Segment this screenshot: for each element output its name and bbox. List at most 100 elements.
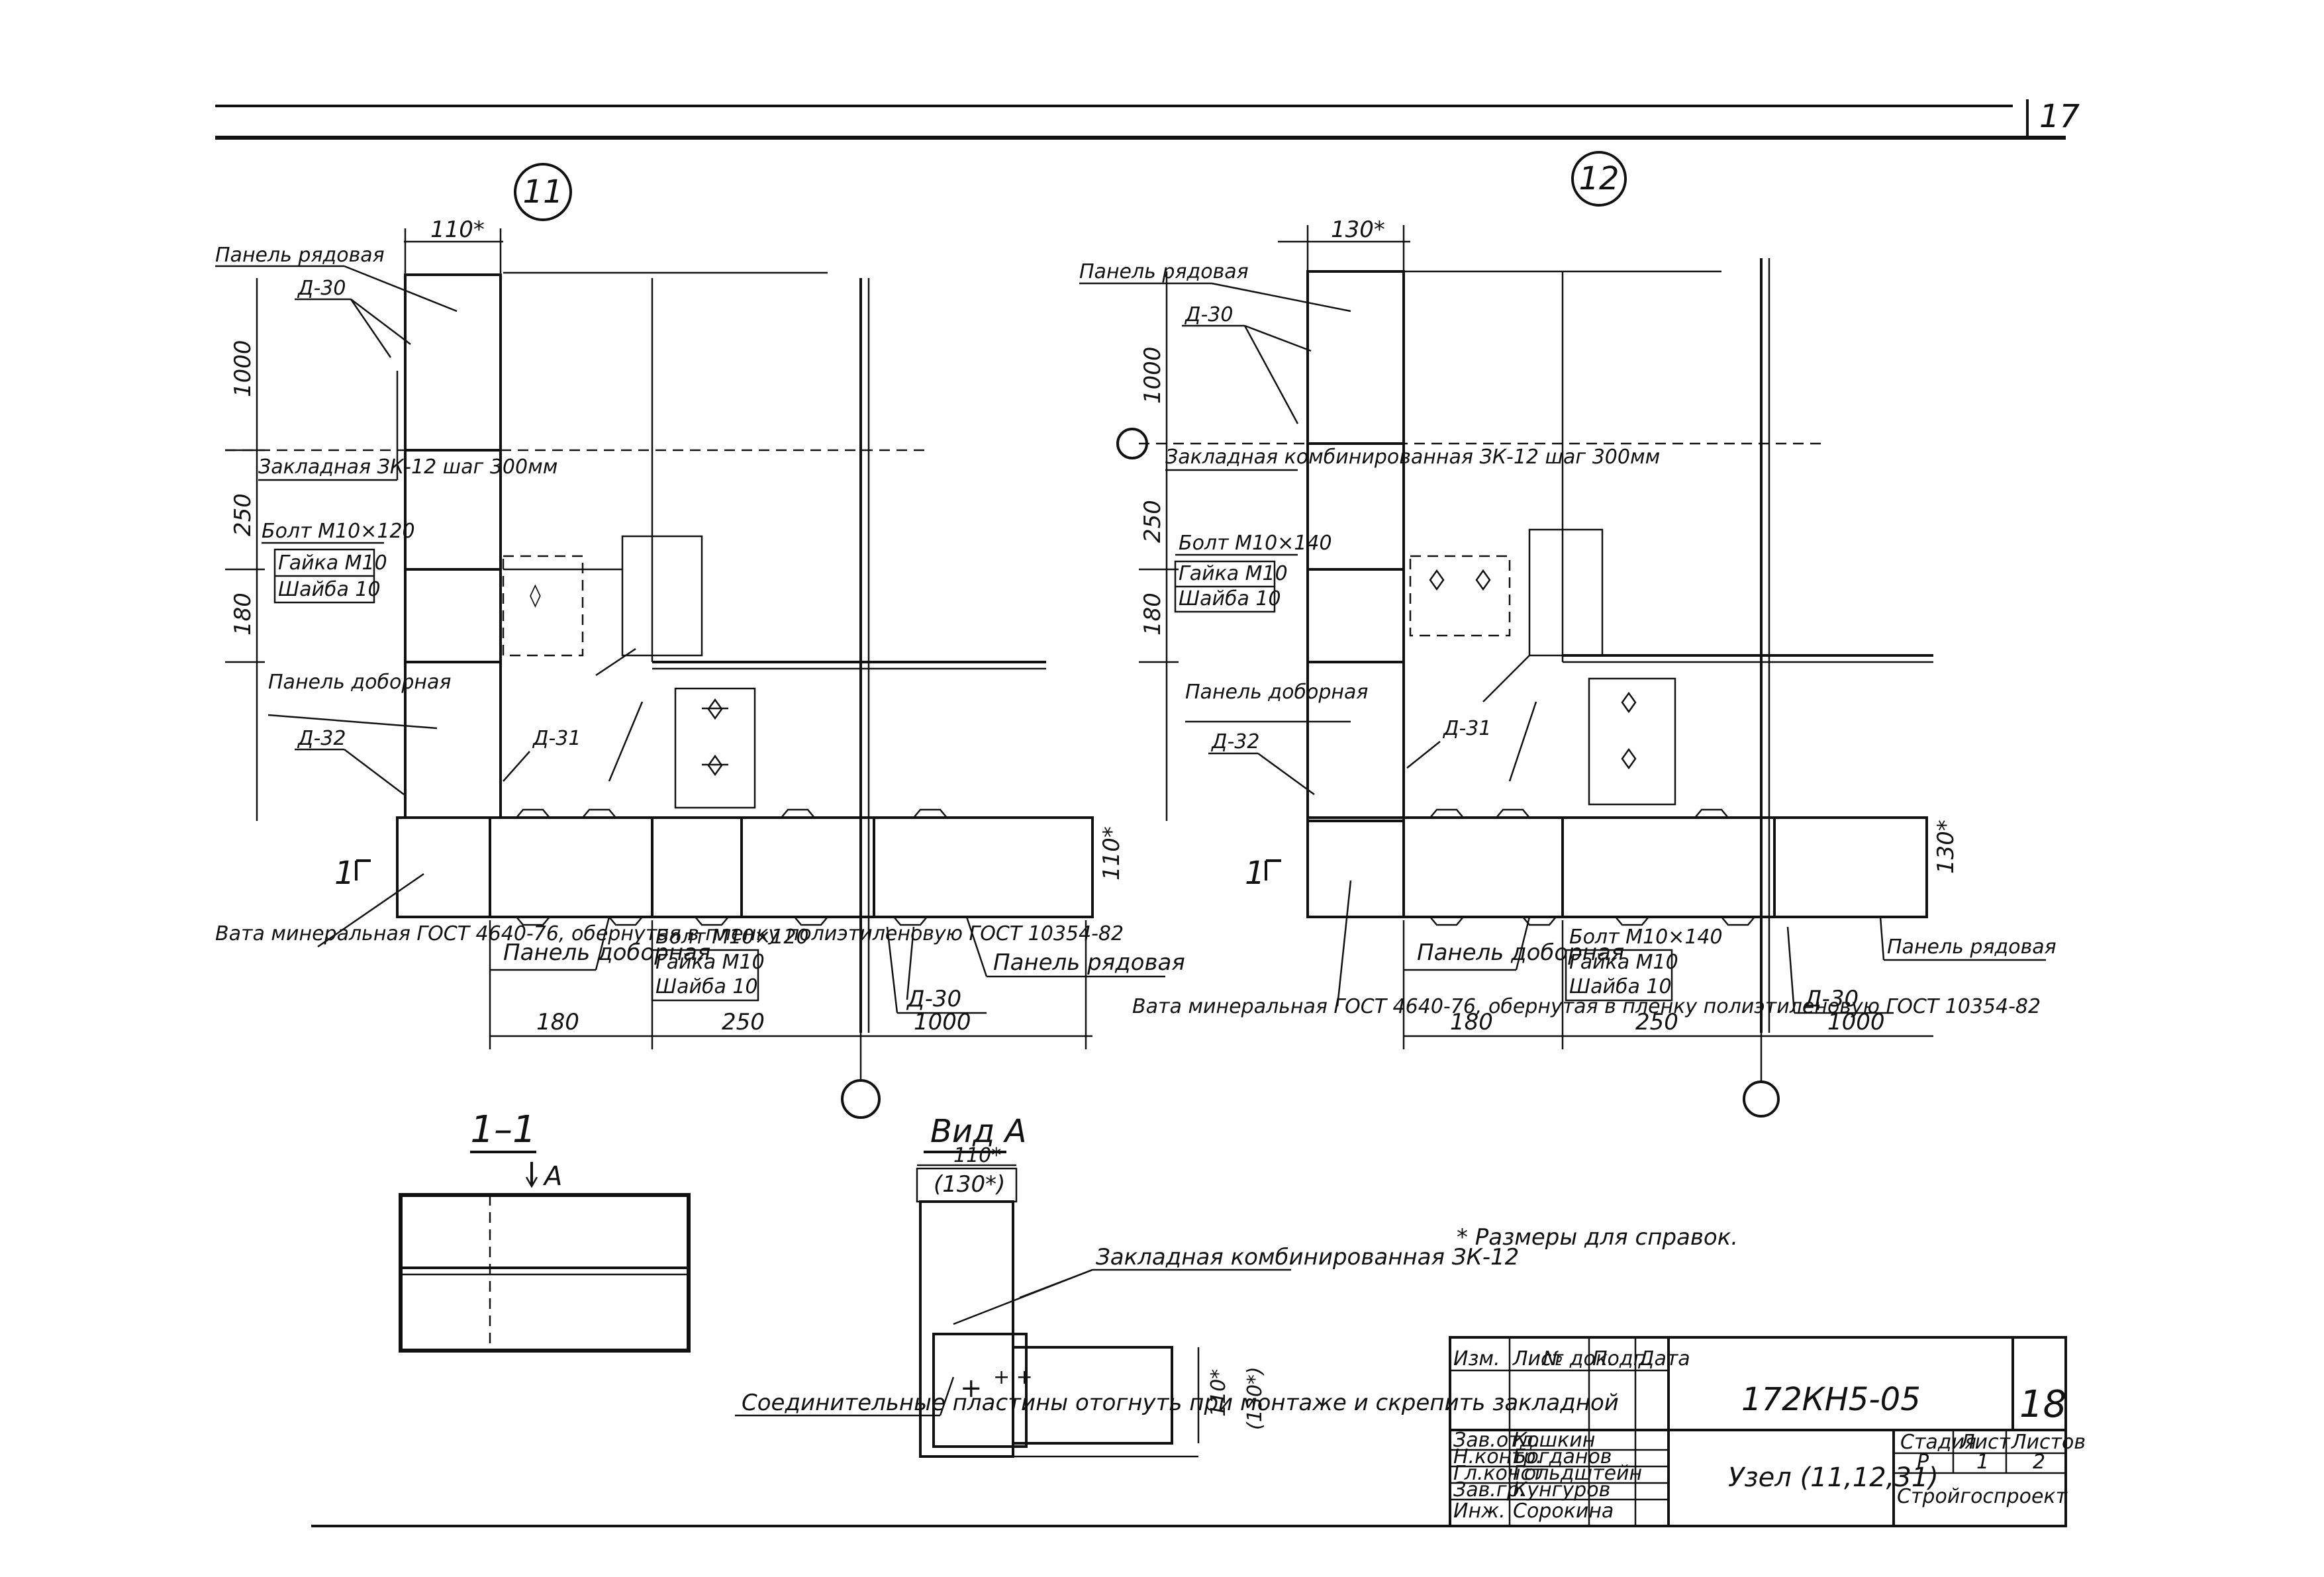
view-12-label-panel-regular-bottom: Панель рядовая <box>1887 935 2057 959</box>
view-12: 12 130* 1000 250 180 <box>1079 151 2057 1118</box>
svg-text:+ +: + + <box>993 1366 1033 1389</box>
view-12-label-embedded: Закладная комбинированная ЗК-12 шаг 300м… <box>1165 446 1660 469</box>
view-12-label-washer: Шайба 10 <box>1179 587 1281 610</box>
view-a-width-dim: 110* <box>953 1144 1001 1167</box>
view-12-label-washer-bottom: Шайба 10 <box>1569 975 1672 998</box>
tb-row-0-role: Зав.отд. <box>1453 1429 1540 1452</box>
view-12-width-dim: 130* <box>1331 216 1385 243</box>
view-a-title: Вид А <box>930 1113 1026 1150</box>
view-12-label-d32: Д-32 <box>1210 730 1259 753</box>
view-12-wall-panel <box>1306 270 1405 822</box>
view-12-label-d31: Д-31 <box>1442 717 1491 740</box>
tb-stage-header: Стадия <box>1900 1431 1976 1454</box>
view-12-axis-marker <box>1743 1080 1780 1118</box>
view-11-label-d30-bottom: Д-30 <box>906 986 961 1012</box>
tb-sheet-value: 1 <box>1976 1451 1989 1474</box>
document-code: 172КН5-05 <box>1741 1381 1921 1418</box>
view-11-label-nut-bottom: Гайка М10 <box>655 951 765 974</box>
view-11-depth-dim: 110* <box>1098 826 1125 881</box>
svg-text:+: + <box>960 1373 983 1404</box>
view-12-dim-v-250: 250 <box>1139 500 1166 543</box>
view-11-label-panel-regular-bottom: Панель рядовая <box>993 949 1185 976</box>
tb-row-3-role: Зав.гр. <box>1453 1478 1525 1502</box>
tb-header-izm: Изм. <box>1453 1347 1500 1370</box>
tb-row-1-role: Н.контр. <box>1453 1445 1542 1468</box>
view-11-width-dim: 110* <box>430 216 485 243</box>
view-11-label-d31: Д-31 <box>532 727 581 750</box>
view-11-axis-marker <box>841 1079 881 1119</box>
view-12-depth-dim: 130* <box>1933 820 1959 874</box>
svg-text:◊: ◊ <box>530 582 541 608</box>
tb-stage-value: Р <box>1917 1451 1929 1474</box>
view-12-dim-v-180: 180 <box>1139 593 1166 636</box>
view-11-label-bolt-bottom: Болт М10×120 <box>655 926 809 949</box>
view-12-label-panel-extra: Панель доборная <box>1185 681 1368 704</box>
view-11-dim-v-250: 250 <box>230 493 256 536</box>
tb-row-0-name: Кошкин <box>1513 1429 1595 1452</box>
view-12-label-mineral-wool: Вата минеральная ГОСТ 4640-76, обернутая… <box>1132 995 2041 1018</box>
view-a: Вид А 110* (130*) + + + 110* (130*) Закл… <box>735 1113 1619 1458</box>
node-11-label: 11 <box>522 173 563 211</box>
view-a-embedded-label: Закладная комбинированная ЗК-12 <box>1096 1244 1519 1270</box>
view-11-label-washer: Шайба 10 <box>278 578 381 601</box>
tb-header-doc: № док. <box>1541 1347 1614 1370</box>
sheet-frame <box>215 99 2066 1527</box>
view-12-label-nut-bottom: Гайка М10 <box>1569 951 1678 974</box>
view-12-label-bolt: Болт М10×140 <box>1179 532 1332 555</box>
view-11-label-bolt: Болт М10×120 <box>262 520 415 543</box>
tb-row-2-role: Гл.конст. <box>1453 1462 1549 1485</box>
tb-row-4-name: Сорокина <box>1513 1500 1614 1523</box>
tb-header-list: Лист <box>1512 1347 1565 1370</box>
view-12-floor-panel <box>1306 816 1928 918</box>
view-11-section-mark: 1 <box>334 855 355 892</box>
title-block-signatures: Зав.отд. Кошкин Н.контр. Богданов Гл.кон… <box>1450 1429 1669 1523</box>
view-a-plates <box>932 1333 1028 1448</box>
node-12-label: 12 <box>1578 160 1619 197</box>
view-11-dim-v-1000: 1000 <box>230 340 256 397</box>
view-a-height-dim-alt: (130*) <box>1243 1366 1267 1430</box>
view-11-label-d32: Д-32 <box>297 727 346 750</box>
view-12-axis-marker-left <box>1116 428 1148 459</box>
node-12-marker <box>1571 151 1627 207</box>
view-12-dim-v-1000: 1000 <box>1139 346 1166 404</box>
view-11-wall-panel <box>404 273 502 819</box>
view-12-section-mark: 1 <box>1245 855 1265 892</box>
tb-row-2-name: Гольдштейн <box>1513 1462 1642 1485</box>
view-a-width-dim-alt: (130*) <box>934 1171 1005 1198</box>
view-11-dim-h-180: 180 <box>536 1009 579 1035</box>
section-1-1-panel <box>399 1193 691 1353</box>
node-11-marker <box>514 163 572 221</box>
view-12-label-panel-regular-top: Панель рядовая <box>1079 260 1249 283</box>
node-title: Узел (11,12,31) <box>1728 1462 1939 1493</box>
view-11-floor-panel <box>396 816 1094 918</box>
view-11-label-washer-bottom: Шайба 10 <box>655 975 758 998</box>
view-12-label-nut: Гайка М10 <box>1179 562 1288 585</box>
view-a-height-dim: 110* <box>1207 1369 1230 1417</box>
tb-sheets-value: 2 <box>2033 1451 2045 1474</box>
title-block-header-row: Изм. Лист № док. Подп. Дата <box>1453 1347 1690 1370</box>
view-a-horizontal-panel <box>1012 1346 1173 1445</box>
view-11-label-nut: Гайка М10 <box>278 551 387 575</box>
view-11-dim-v-180: 180 <box>230 593 256 636</box>
section-1-1: 1–1 А <box>399 1108 691 1353</box>
tb-row-4-role: Инж. <box>1453 1500 1506 1523</box>
view-11-label-d30-top: Д-30 <box>297 277 346 300</box>
page-number-top: 17 <box>2039 98 2080 135</box>
sheet-number: 18 <box>2019 1383 2066 1426</box>
tb-header-date: Дата <box>1637 1347 1690 1370</box>
view-12-label-d30-top: Д-30 <box>1184 303 1233 326</box>
view-a-plates-note: Соединительные пластины отогнуть при мон… <box>742 1390 1619 1416</box>
view-12-label-bolt-bottom: Болт М10×140 <box>1569 926 1723 949</box>
view-11: 11 110* ◊ <box>215 163 1185 1119</box>
section-1-1-title: 1–1 <box>470 1108 536 1151</box>
view-11-dim-h-250: 250 <box>722 1009 765 1035</box>
tb-row-3-name: Кунгуров <box>1513 1478 1610 1502</box>
view-11-label-embedded: Закладная ЗК-12 шаг 300мм <box>258 455 557 479</box>
view-12-label-d30-bottom: Д-30 <box>1803 986 1859 1012</box>
tb-row-1-name: Богданов <box>1513 1445 1612 1468</box>
footnote: * Размеры для справок. <box>1457 1224 1738 1251</box>
tb-sheets-header: Листов <box>2011 1431 2086 1454</box>
view-12-dim-h-180: 180 <box>1450 1009 1493 1035</box>
organization: Стройгоспроект <box>1897 1485 2068 1508</box>
